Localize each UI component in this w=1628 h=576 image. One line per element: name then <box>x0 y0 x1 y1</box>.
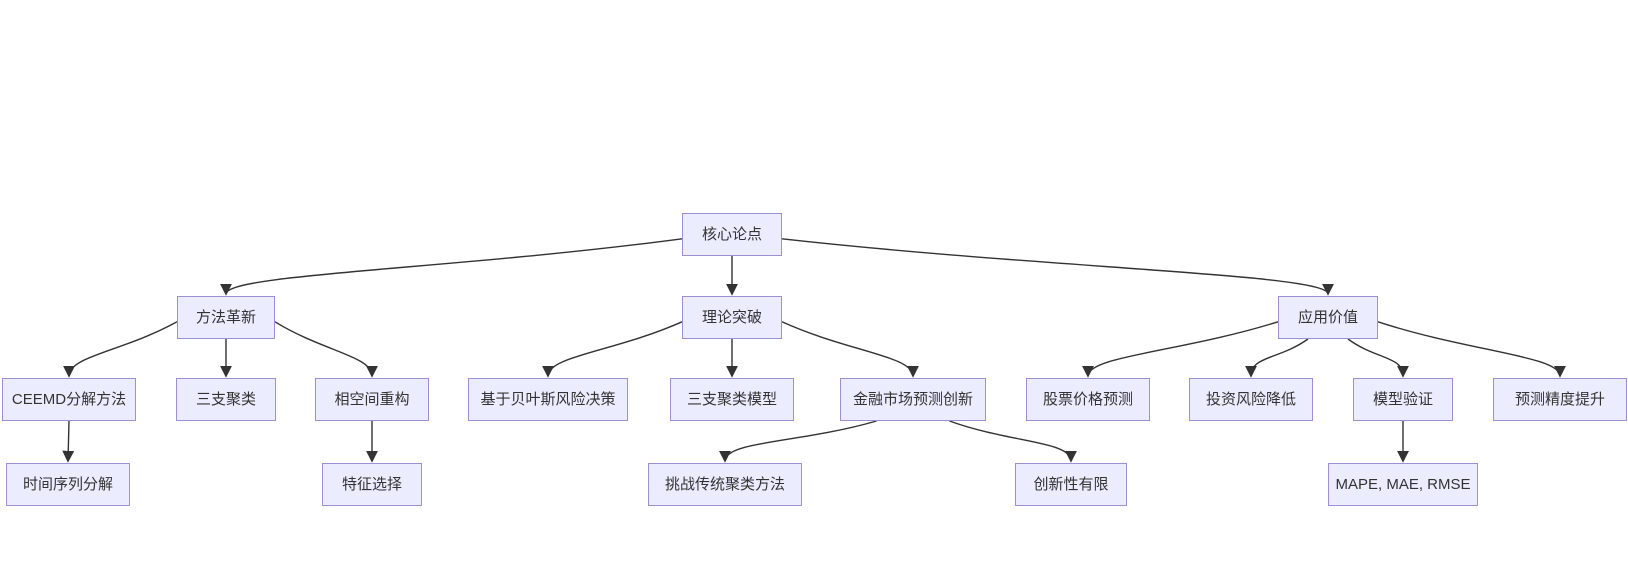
node-label: 三支聚类 <box>195 391 256 408</box>
flowchart-node-three-way-cluster-model: 三支聚类模型 <box>670 378 794 421</box>
flowchart-node-core: 核心论点 <box>682 213 782 256</box>
edge-theory-breakthrough-to-financial-forecast-innovation <box>781 321 919 378</box>
flowchart-node-investment-risk-reduction: 投资风险降低 <box>1189 378 1313 421</box>
edge-financial-forecast-innovation-to-limited-novelty <box>949 420 1077 463</box>
edge-core-to-application-value <box>781 238 1334 296</box>
flowchart-node-financial-forecast-innovation: 金融市场预测创新 <box>840 378 986 421</box>
flowchart-node-model-validation: 模型验证 <box>1353 378 1453 421</box>
flowchart-node-phase-space-reconstruction: 相空间重构 <box>315 378 429 421</box>
node-label: 核心论点 <box>701 226 762 243</box>
flowchart-node-limited-novelty: 创新性有限 <box>1015 463 1127 506</box>
edge-application-value-to-forecast-precision-improvement <box>1377 321 1566 378</box>
edge-method-innovation-to-ceemd-decomposition <box>63 321 178 378</box>
flowchart-node-challenge-traditional-clustering: 挑战传统聚类方法 <box>648 463 802 506</box>
node-label: 特征选择 <box>341 476 402 493</box>
node-label: 三支聚类模型 <box>686 391 777 408</box>
edge-ceemd-decomposition-to-time-series-decomposition <box>62 420 75 463</box>
node-label: 挑战传统聚类方法 <box>664 476 785 493</box>
flowchart-node-ceemd-decomposition: CEEMD分解方法 <box>2 378 136 421</box>
node-label: 应用价值 <box>1297 309 1358 326</box>
node-label: CEEMD分解方法 <box>11 391 127 408</box>
flowchart-node-bayesian-risk-decision: 基于贝叶斯风险决策 <box>468 378 628 421</box>
node-label: 相空间重构 <box>334 391 410 408</box>
edge-application-value-to-model-validation <box>1347 338 1409 378</box>
node-label: 方法革新 <box>195 309 256 326</box>
edge-group <box>62 238 1566 463</box>
node-label: 创新性有限 <box>1033 476 1109 493</box>
edge-application-value-to-stock-price-prediction <box>1082 321 1279 378</box>
node-label: 金融市场预测创新 <box>852 391 973 408</box>
flowchart-node-forecast-precision-improvement: 预测精度提升 <box>1493 378 1627 421</box>
node-label: 基于贝叶斯风险决策 <box>480 391 616 408</box>
node-label: 模型验证 <box>1372 391 1433 408</box>
flowchart-node-feature-selection: 特征选择 <box>322 463 422 506</box>
node-label: 理论突破 <box>701 309 762 326</box>
flowchart-node-mape-mae-rmse: MAPE, MAE, RMSE <box>1328 463 1478 506</box>
node-label: 股票价格预测 <box>1042 391 1133 408</box>
node-label: 时间序列分解 <box>22 476 113 493</box>
flowchart-node-method-innovation: 方法革新 <box>177 296 275 339</box>
flowchart-node-stock-price-prediction: 股票价格预测 <box>1026 378 1150 421</box>
edge-application-value-to-investment-risk-reduction <box>1245 338 1309 378</box>
node-label: 预测精度提升 <box>1514 391 1605 408</box>
node-label: 投资风险降低 <box>1205 391 1296 408</box>
flowchart-node-theory-breakthrough: 理论突破 <box>682 296 782 339</box>
flowchart-node-application-value: 应用价值 <box>1278 296 1378 339</box>
flowchart-node-time-series-decomposition: 时间序列分解 <box>6 463 130 506</box>
edge-financial-forecast-innovation-to-challenge-traditional-clustering <box>719 420 877 463</box>
edge-core-to-method-innovation <box>220 238 683 296</box>
edge-method-innovation-to-phase-space-reconstruction <box>274 321 378 378</box>
edge-theory-breakthrough-to-bayesian-risk-decision <box>542 321 683 378</box>
node-label: MAPE, MAE, RMSE <box>1335 476 1471 493</box>
flowchart-node-three-way-clustering: 三支聚类 <box>176 378 276 421</box>
